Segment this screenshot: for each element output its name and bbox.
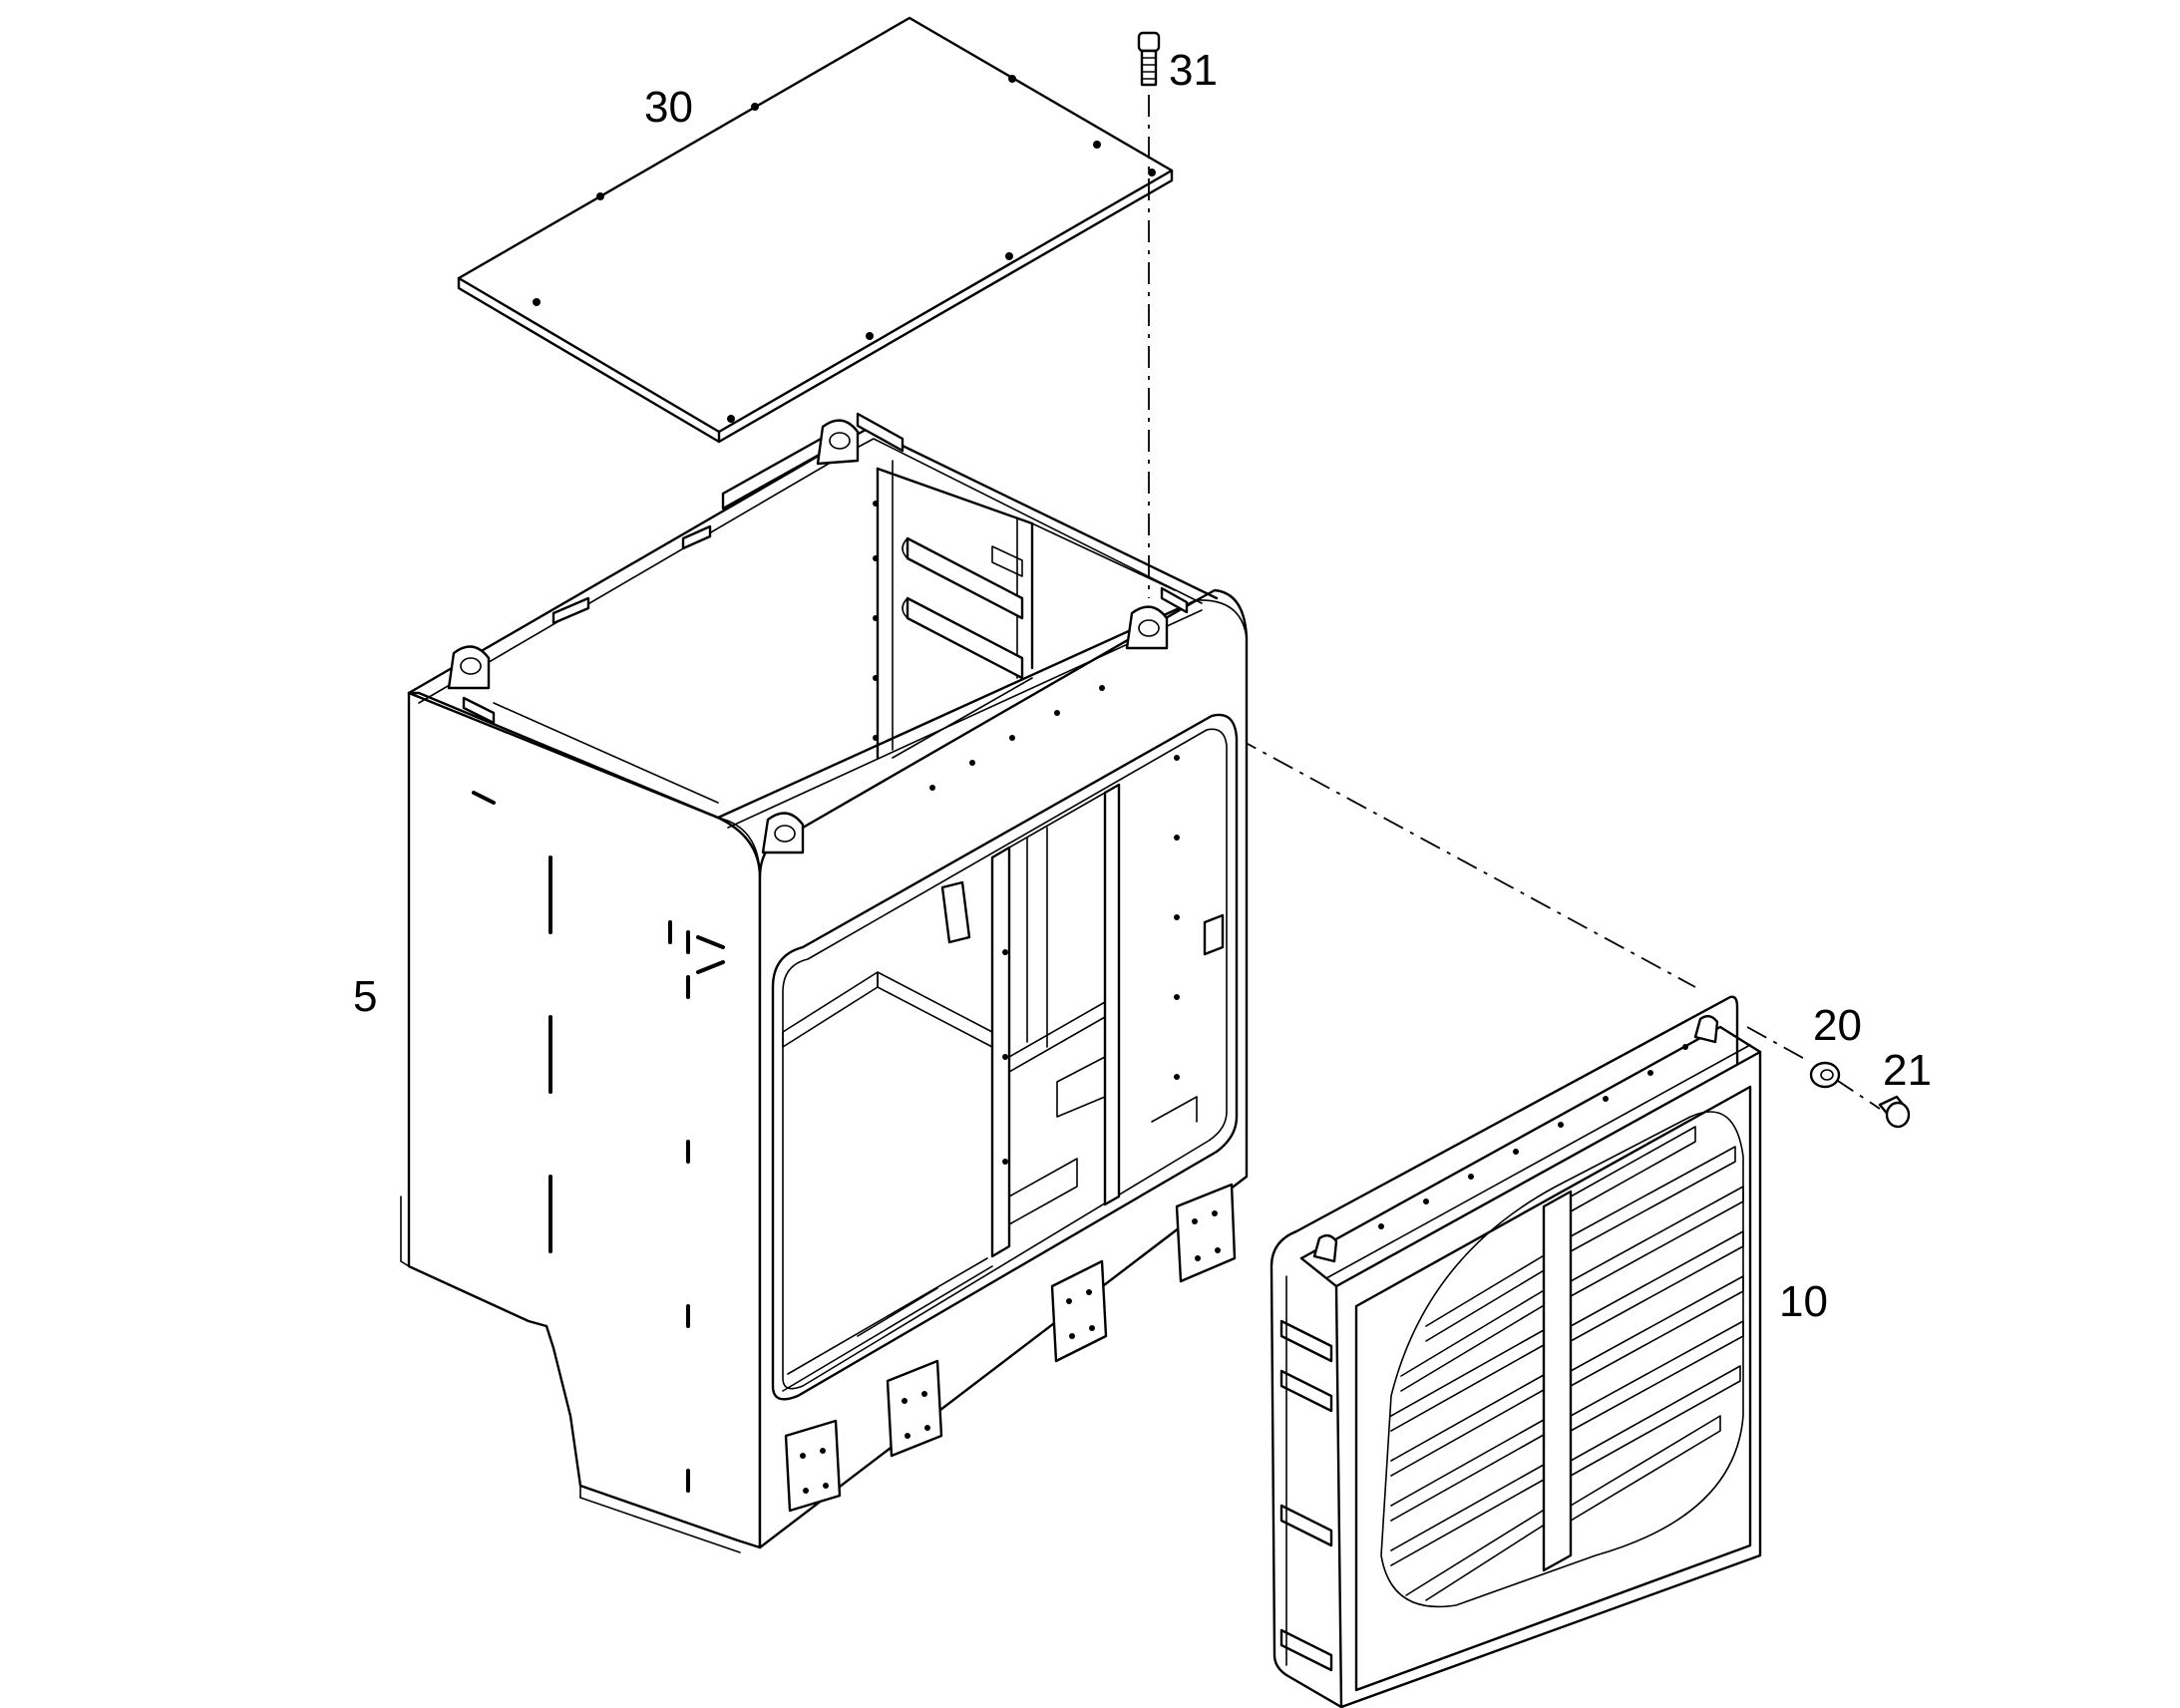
lifting-eye bbox=[761, 812, 805, 854]
callout-30: 30 bbox=[644, 83, 693, 132]
callout-5: 5 bbox=[353, 972, 377, 1021]
cover-bolt bbox=[1137, 31, 1161, 87]
mounting-pad bbox=[1175, 1183, 1237, 1283]
mounting-pad bbox=[784, 1419, 842, 1513]
callout-31: 31 bbox=[1169, 46, 1218, 95]
callout-20: 20 bbox=[1813, 1001, 1862, 1050]
housing bbox=[400, 412, 1249, 1553]
center-lines bbox=[1148, 95, 1881, 1110]
mounting-pad bbox=[1050, 1259, 1108, 1363]
lifting-eye bbox=[1125, 605, 1169, 650]
callout-10: 10 bbox=[1779, 1277, 1828, 1326]
bolt bbox=[1878, 1095, 1911, 1129]
side-panel-slots bbox=[472, 791, 725, 1493]
callout-21: 21 bbox=[1883, 1046, 1932, 1095]
lifting-eye bbox=[816, 419, 860, 466]
cover-plate bbox=[457, 16, 1174, 444]
washer bbox=[1809, 1061, 1841, 1089]
lifting-eye bbox=[447, 645, 491, 690]
mounting-pad bbox=[886, 1359, 943, 1458]
grille bbox=[1270, 995, 1762, 1708]
